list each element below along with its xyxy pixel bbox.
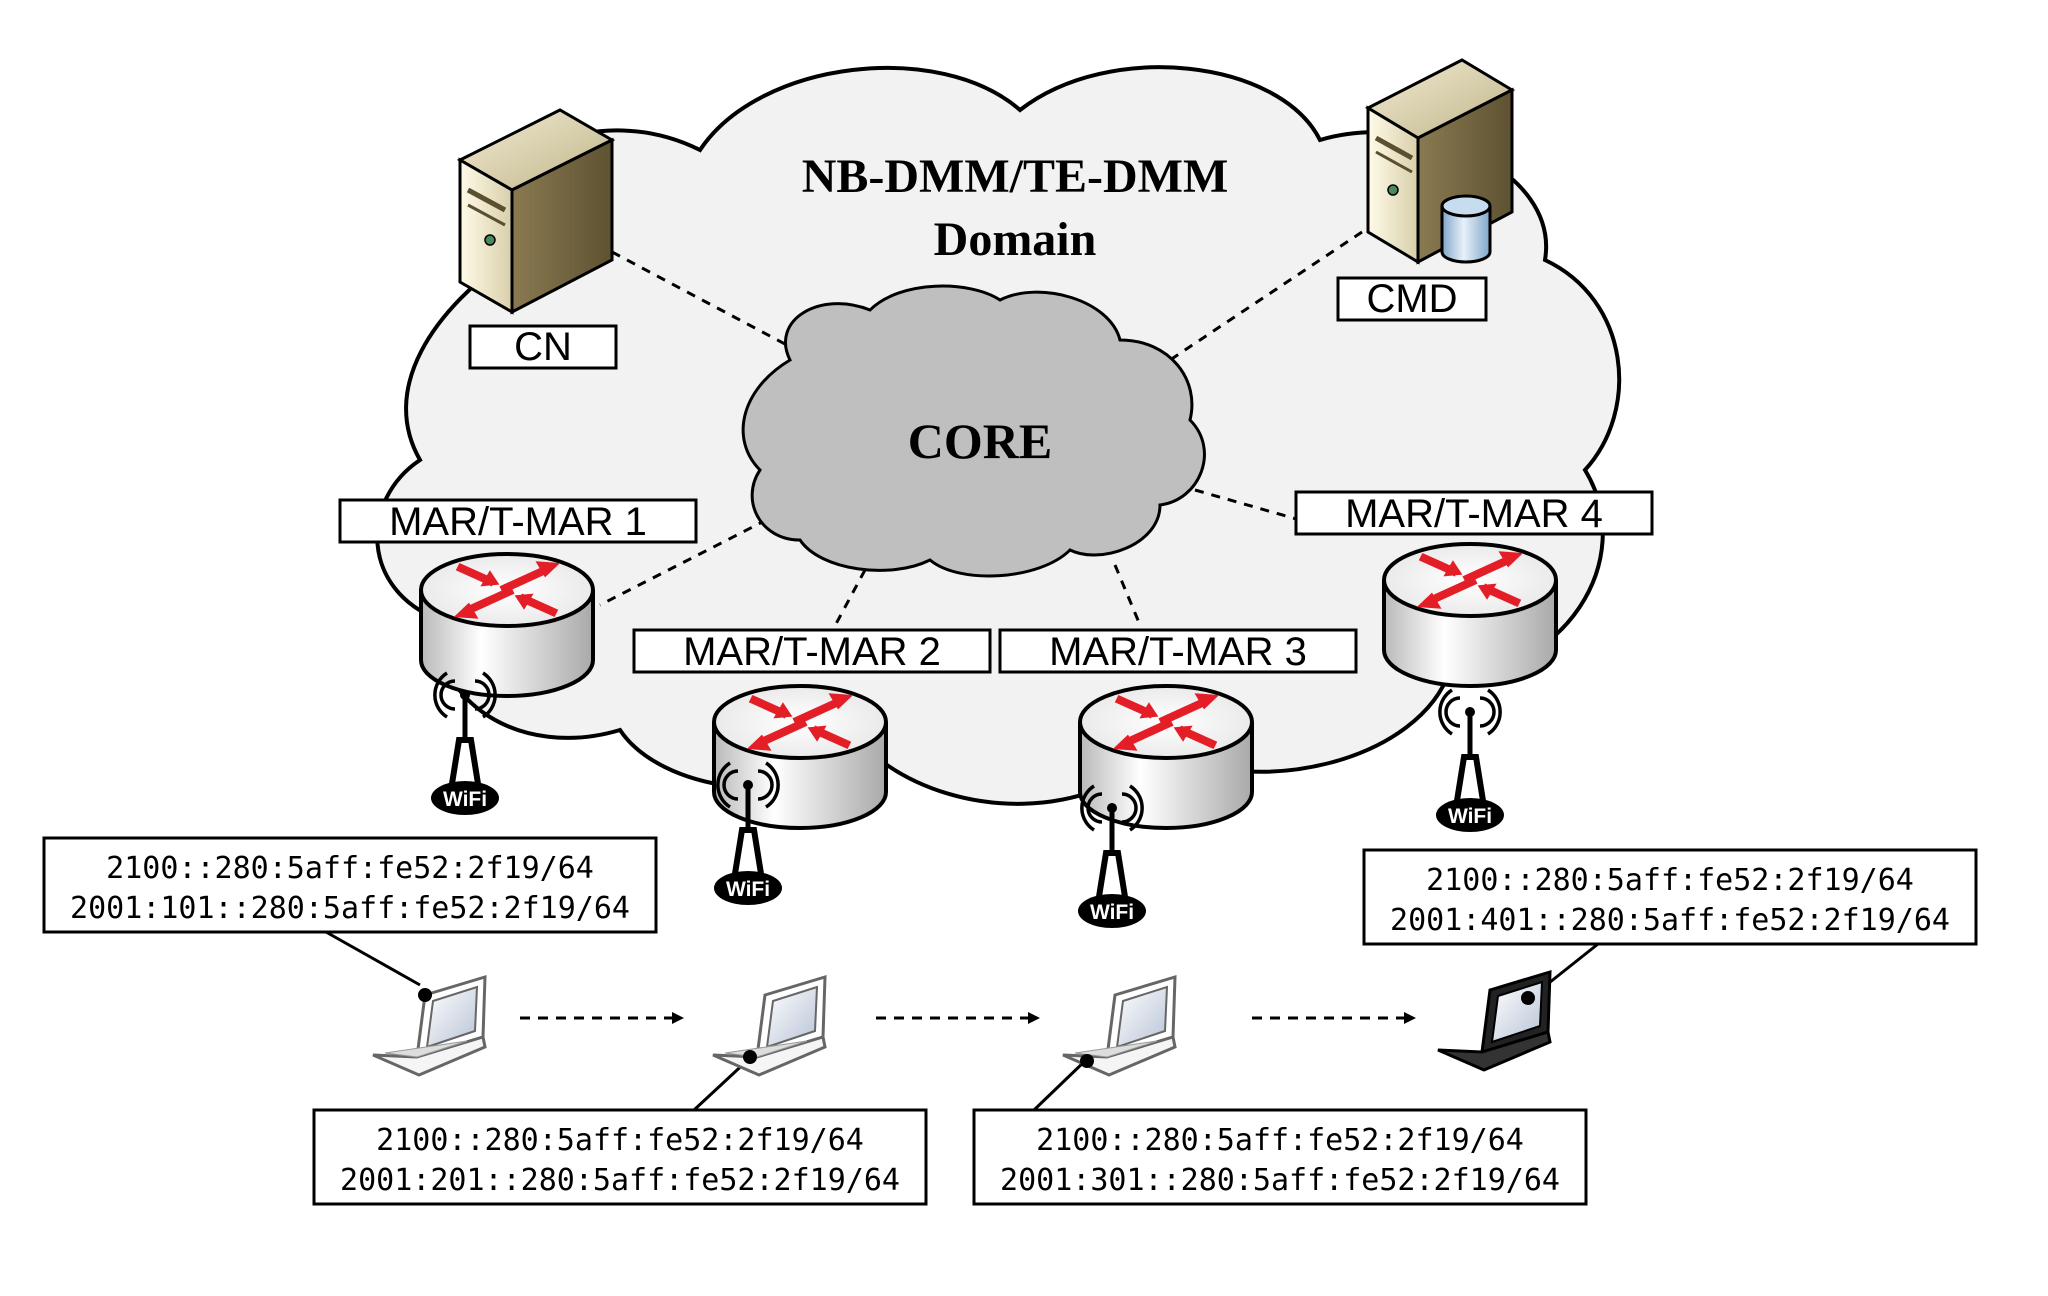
wifi-antenna-4-label: WiFi	[1448, 805, 1492, 828]
cn-label: CN	[514, 325, 572, 369]
router-3-icon	[1078, 684, 1254, 830]
router-2-label: MAR/T-MAR 2	[683, 630, 941, 674]
laptop-1-icon	[372, 974, 487, 1077]
router-1-icon	[419, 552, 595, 698]
cn-server-icon	[456, 108, 616, 315]
wifi-antenna-2-label: WiFi	[726, 878, 770, 901]
wifi-antenna-3-label: WiFi	[1090, 901, 1134, 924]
laptop-4-icon	[1437, 969, 1552, 1072]
address-1-line2: 2001:101::280:5aff:fe52:2f19/64	[70, 891, 630, 926]
core-label: CORE	[908, 413, 1052, 469]
link-core-mar3	[1113, 564, 1142, 626]
cmd-label-box	[1336, 276, 1488, 322]
callout-lines	[325, 930, 1599, 1112]
domain-title-line2: Domain	[934, 213, 1097, 266]
router-4-label-box	[1294, 490, 1654, 536]
router-4-icon	[1382, 542, 1558, 688]
address-box-3	[972, 1108, 1588, 1206]
router-2-label-box	[632, 628, 992, 674]
wifi-antenna-1-icon: WiFi	[431, 671, 499, 815]
router-1-label: MAR/T-MAR 1	[389, 500, 647, 544]
address-3-line2: 2001:301::280:5aff:fe52:2f19/64	[1000, 1163, 1560, 1198]
address-box-4	[1362, 848, 1978, 946]
wifi-antenna-4-icon: WiFi	[1436, 688, 1504, 832]
address-box-2	[312, 1108, 928, 1206]
domain-title-line1: NB-DMM/TE-DMM	[802, 150, 1229, 203]
cmd-label: CMD	[1366, 277, 1457, 321]
link-cn-core	[611, 250, 801, 354]
link-core-mar2	[828, 569, 867, 636]
address-4-line2: 2001:401::280:5aff:fe52:2f19/64	[1390, 903, 1950, 938]
address-2-line2: 2001:201::280:5aff:fe52:2f19/64	[340, 1163, 900, 1198]
laptop-2-icon	[712, 974, 827, 1077]
address-4-line1: 2100::280:5aff:fe52:2f19/64	[1426, 863, 1914, 898]
router-4-label: MAR/T-MAR 4	[1345, 492, 1603, 536]
cn-label-box	[468, 324, 618, 370]
router-3-label-box	[998, 628, 1358, 674]
link-cmd-core	[1169, 230, 1363, 362]
dashed-links	[599, 230, 1363, 636]
link-core-mar1	[599, 510, 783, 607]
address-box-1	[42, 836, 658, 934]
database-icon	[1440, 194, 1492, 264]
wifi-antenna-3-icon: WiFi	[1078, 784, 1146, 928]
address-2-line1: 2100::280:5aff:fe52:2f19/64	[376, 1123, 864, 1158]
wifi-antenna-2-icon: WiFi	[714, 761, 782, 905]
address-3-line1: 2100::280:5aff:fe52:2f19/64	[1036, 1123, 1524, 1158]
router-1-label-box	[338, 498, 698, 544]
link-core-mar4	[1194, 488, 1301, 522]
laptop-3-icon	[1062, 974, 1177, 1077]
wifi-antenna-1-label: WiFi	[443, 788, 487, 811]
router-3-label: MAR/T-MAR 3	[1049, 630, 1307, 674]
router-2-icon	[712, 684, 888, 830]
core-cloud	[741, 284, 1206, 578]
address-1-line1: 2100::280:5aff:fe52:2f19/64	[106, 851, 594, 886]
